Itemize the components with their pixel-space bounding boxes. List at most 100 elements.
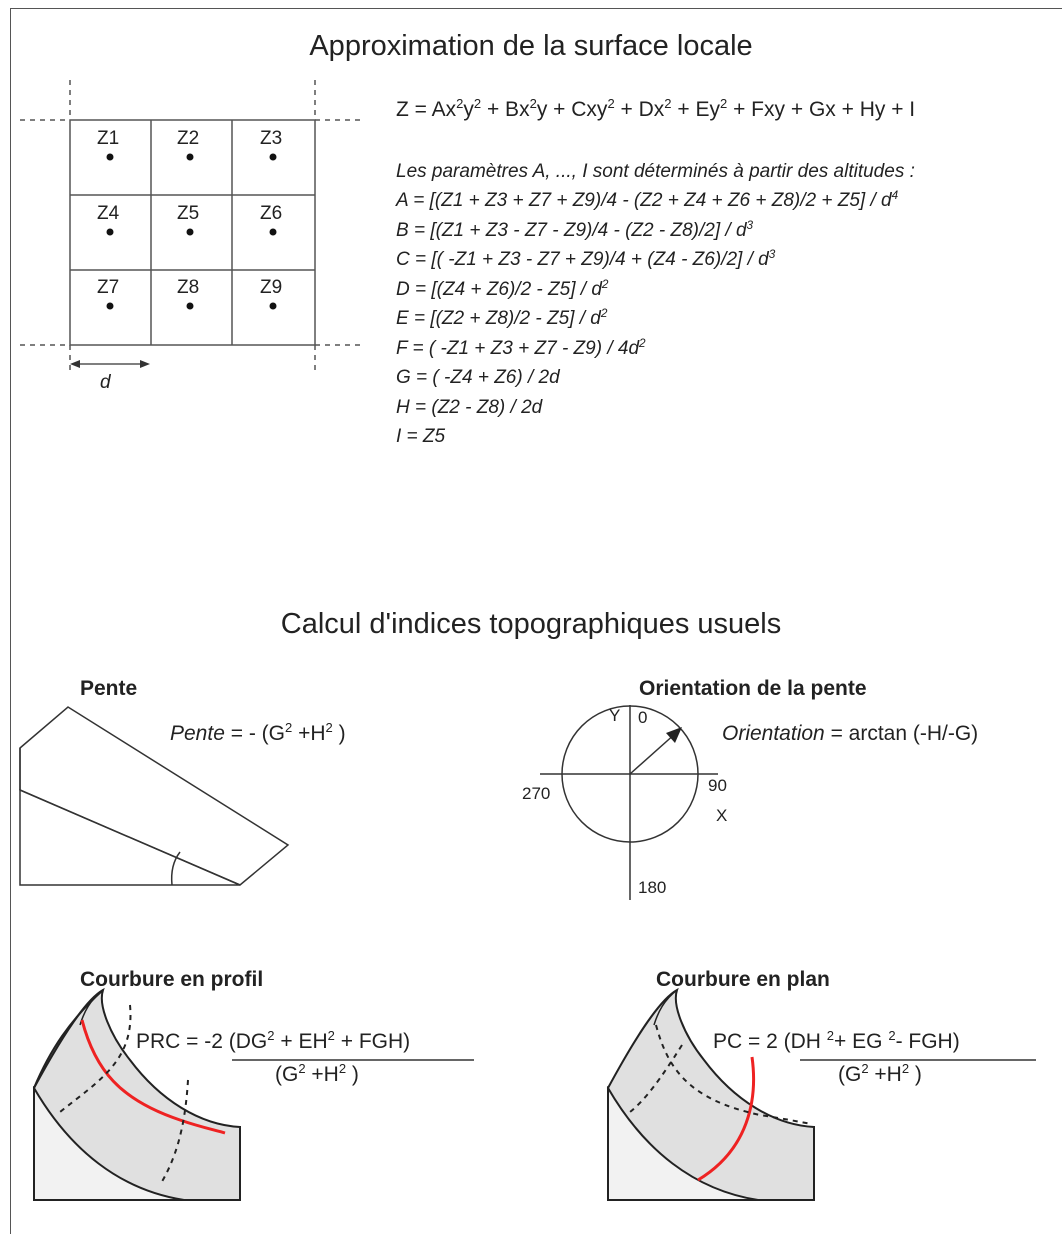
plan-heading: Courbure en plan (656, 968, 830, 991)
param-exponent: 3 (768, 247, 776, 261)
section-title-indices: Calcul d'indices topographiques usuels (280, 608, 782, 640)
profil-denominator-term: ) (346, 1063, 359, 1086)
grid-label-z8: Z8 (177, 277, 200, 298)
param-line: B = [(Z1 + Z3 - Z7 - Z9)/4 - (Z2 - Z8)/2… (396, 216, 898, 246)
pente-formula-a: = - (G (224, 722, 285, 745)
degree-label-270: 270 (522, 784, 551, 803)
profil-numerator: PRC = -2 (DG2 + EH2 + FGH) (136, 1028, 411, 1054)
profil-denominator: (G2 +H2 ) (275, 1061, 359, 1087)
plan-numerator-term: PC = 2 (DH (713, 1030, 827, 1053)
param-text: B = [(Z1 + Z3 - Z7 - Z9)/4 - (Z2 - Z8)/2… (396, 219, 747, 241)
grid-label-z3: Z3 (260, 128, 283, 149)
plan-numerator-term: + EG (834, 1030, 889, 1053)
param-text: G = ( -Z4 + Z6) / 2d (396, 367, 560, 388)
grid-label-z7: Z7 (97, 277, 120, 298)
plan-denominator-term: ) (909, 1063, 922, 1086)
param-line: I = Z5 (396, 422, 898, 452)
surface-equation-term: + Bx (481, 98, 530, 121)
section-title-surface: Approximation de la surface locale (309, 30, 753, 62)
orientation-heading: Orientation de la pente (639, 677, 867, 700)
params-intro: Les paramètres A, ..., I sont déterminés… (396, 161, 915, 182)
surface-equation-exponent: 2 (607, 96, 615, 112)
axis-label-y: Y (609, 706, 621, 725)
param-text: E = [(Z2 + Z8)/2 - Z5] / d (396, 308, 601, 329)
pente-formula-name: Pente (170, 722, 225, 745)
plan-curve-red (697, 1056, 756, 1182)
surface-equation-term: + Dx (614, 98, 665, 121)
profil-numerator-exponent: 2 (267, 1028, 275, 1044)
pente-formula-b: +H (292, 722, 326, 745)
param-exponent: 3 (746, 218, 754, 232)
profil-denominator-exponent: 2 (298, 1061, 306, 1077)
pente-exp-h: 2 (325, 720, 333, 736)
pente-heading: Pente (80, 677, 138, 700)
profil-denominator-term: (G (275, 1063, 299, 1086)
grid-label-z4: Z4 (97, 203, 120, 224)
degree-label-0: 0 (638, 708, 648, 727)
grid-spacing-label: d (100, 372, 111, 393)
orientation-formula-name: Orientation (722, 722, 825, 745)
profil-numerator-exponent: 2 (327, 1028, 335, 1044)
surface-equation-exponent: 2 (473, 96, 482, 112)
profil-heading: Courbure en profil (80, 968, 264, 991)
surface-equation: Z = Ax2y2 + Bx2y + Cxy2 + Dx2 + Ey2 + Fx… (396, 96, 916, 122)
orientation-formula: Orientation = arctan (-H/-G) (722, 722, 978, 746)
param-text: C = [( -Z1 + Z3 - Z7 + Z9)/4 + (Z4 - Z6)… (396, 249, 769, 270)
surface-equation-term: Ax (431, 98, 457, 121)
pente-formula-c: ) (332, 722, 346, 745)
param-line: C = [( -Z1 + Z3 - Z7 + Z9)/4 + (Z4 - Z6)… (396, 245, 898, 275)
axis-label-x: X (716, 806, 728, 825)
plan-shape (606, 987, 815, 1201)
surface-equation-terms: Ax2y2 + Bx2y + Cxy2 + Dx2 + Ey2 + Fxy + … (431, 96, 916, 121)
param-text: H = (Z2 - Z8) / 2d (396, 396, 543, 418)
profil-numerator-term: + EH (274, 1030, 328, 1053)
param-line: G = ( -Z4 + Z6) / 2d (396, 363, 898, 393)
grid-label-z2: Z2 (177, 128, 200, 149)
surface-equation-exponent: 2 (720, 96, 728, 112)
plan-denominator: (G2 +H2 ) (838, 1061, 922, 1087)
plan-denominator-exponent: 2 (901, 1061, 910, 1077)
surface-equation-lhs: Z = (396, 98, 432, 121)
plan-numerator: PC = 2 (DH 2+ EG 2- FGH) (713, 1028, 960, 1054)
profil-numerator-term: + FGH) (334, 1030, 411, 1053)
pente-exp-g: 2 (284, 720, 293, 736)
param-line: A = [(Z1 + Z3 + Z7 + Z9)/4 - (Z2 + Z4 + … (396, 186, 898, 216)
profil-curve-red (80, 1019, 226, 1135)
orientation-formula-rest: = arctan (-H/-G) (824, 722, 979, 745)
surface-equation-term: + Fxy + Gx + Hy + I (727, 98, 916, 121)
degree-label-90: 90 (708, 776, 727, 795)
pente-formula: Pente = - (G2 +H2 ) (170, 720, 346, 746)
param-line: F = ( -Z1 + Z3 + Z7 - Z9) / 4d2 (396, 334, 898, 364)
grid-label-z5: Z5 (177, 203, 200, 224)
profil-denominator-exponent: 2 (338, 1061, 347, 1077)
profil-numerator-term: PRC = -2 (DG (136, 1030, 268, 1053)
degree-label-180: 180 (638, 878, 667, 897)
grid-label-z9: Z9 (260, 277, 283, 298)
param-exponent: 4 (891, 188, 899, 202)
grid-label-z1: Z1 (97, 128, 120, 149)
surface-equation-term: y (463, 98, 474, 121)
figure-frame (10, 8, 1062, 1234)
param-text: F = ( -Z1 + Z3 + Z7 - Z9) / 4d (396, 337, 640, 359)
param-text: I = Z5 (396, 426, 446, 447)
plan-numerator-exponent: 2 (826, 1028, 835, 1044)
surface-equation-term: + Ey (671, 98, 720, 121)
surface-equation-term: y + Cxy (536, 98, 608, 121)
profil-denominator-term: +H (305, 1063, 339, 1086)
plan-denominator-exponent: 2 (861, 1061, 869, 1077)
surface-equation-exponent: 2 (664, 96, 672, 112)
surface-equation-exponent: 2 (529, 96, 537, 112)
param-exponent: 2 (639, 336, 646, 350)
param-exponent: 2 (600, 306, 608, 320)
params-list: A = [(Z1 + Z3 + Z7 + Z9)/4 - (Z2 + Z4 + … (396, 186, 898, 452)
plan-numerator-exponent: 2 (888, 1028, 896, 1044)
profil-shape (32, 987, 241, 1201)
plan-denominator-term: (G (838, 1063, 862, 1086)
grid-label-z6: Z6 (260, 203, 283, 224)
param-text: D = [(Z4 + Z6)/2 - Z5] / d (396, 278, 602, 300)
plan-numerator-term: - FGH) (895, 1030, 960, 1053)
